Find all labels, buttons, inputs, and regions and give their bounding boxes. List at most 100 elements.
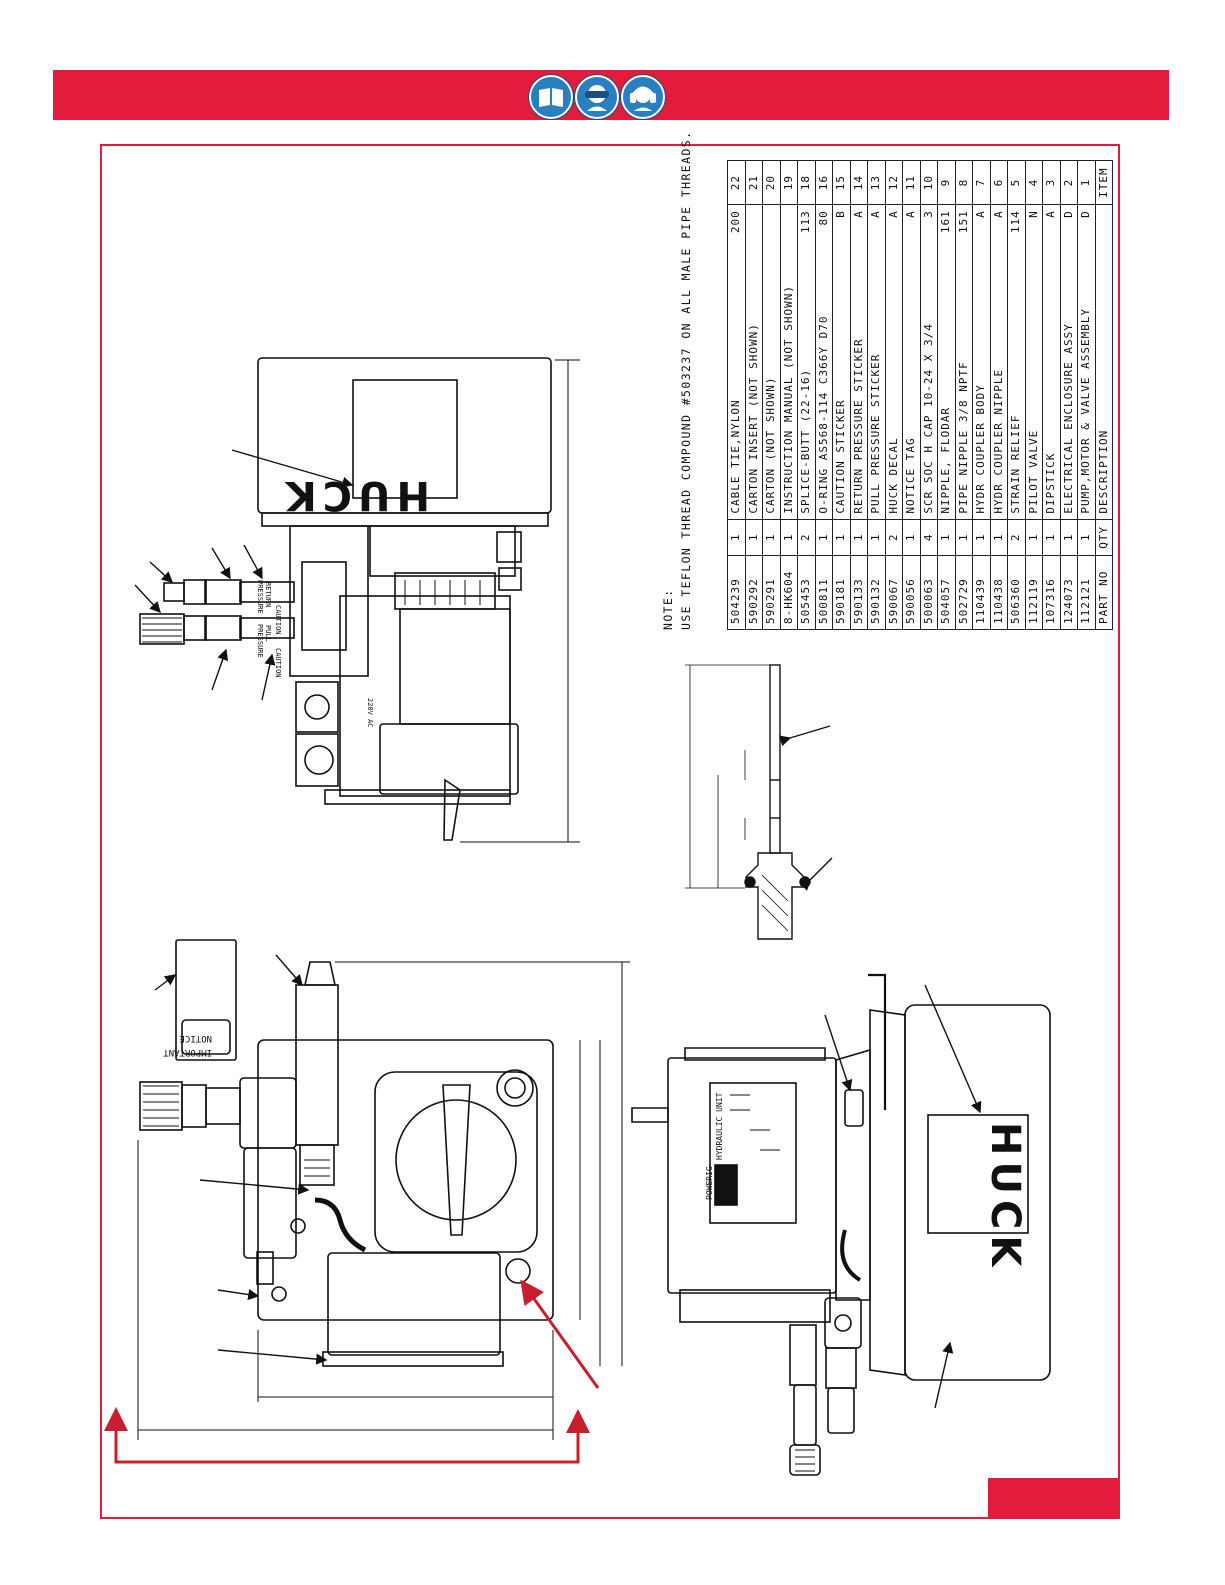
rev-cell: 161 xyxy=(937,204,955,255)
content-frame xyxy=(100,144,1120,1519)
note-label: NOTE: xyxy=(661,588,675,630)
part-no-cell: 590133 xyxy=(850,555,868,630)
rev-cell: A xyxy=(972,204,990,255)
description-cell: CARTON INSERT (NOT SHOWN) xyxy=(745,254,763,520)
qty-cell: 1 xyxy=(902,519,920,556)
description-cell: PUMP,MOTOR & VALVE ASSEMBLY xyxy=(1077,254,1095,520)
qty-cell: 1 xyxy=(937,519,955,556)
header-description: DESCRIPTION xyxy=(1095,204,1113,520)
part-no-cell: 502729 xyxy=(955,555,973,630)
qty-cell: 1 xyxy=(762,519,780,556)
item-cell: 19 xyxy=(780,160,798,205)
rev-cell: 114 xyxy=(1007,204,1025,255)
qty-cell: 1 xyxy=(745,519,763,556)
item-cell: 18 xyxy=(797,160,815,205)
qty-cell: 1 xyxy=(1042,519,1060,556)
item-cell: 3 xyxy=(1042,160,1060,205)
rev-cell xyxy=(780,204,798,255)
qty-cell: 1 xyxy=(815,519,833,556)
item-cell: 4 xyxy=(1025,160,1043,205)
part-no-cell: 107316 xyxy=(1042,555,1060,630)
description-cell: HYDR COUPLER NIPPLE xyxy=(990,254,1008,520)
rev-cell: N xyxy=(1025,204,1043,255)
rev-cell: D xyxy=(1060,204,1078,255)
item-cell: 11 xyxy=(902,160,920,205)
item-cell: 6 xyxy=(990,160,1008,205)
page-tab xyxy=(988,1478,1120,1519)
description-cell: CAUTION STICKER xyxy=(832,254,850,520)
item-cell: 2 xyxy=(1060,160,1078,205)
qty-cell: 1 xyxy=(867,519,885,556)
part-no-cell: 110438 xyxy=(990,555,1008,630)
part-no-cell: 124073 xyxy=(1060,555,1078,630)
qty-cell: 2 xyxy=(885,519,903,556)
description-cell: DIPSTICK xyxy=(1042,254,1060,520)
qty-cell: 4 xyxy=(920,519,938,556)
rev-cell: A xyxy=(850,204,868,255)
part-no-cell: 500063 xyxy=(920,555,938,630)
part-no-cell: 590181 xyxy=(832,555,850,630)
part-no-cell: 505453 xyxy=(797,555,815,630)
qty-cell: 1 xyxy=(1025,519,1043,556)
item-cell: 10 xyxy=(920,160,938,205)
item-cell: 16 xyxy=(815,160,833,205)
item-cell: 22 xyxy=(727,160,745,205)
qty-cell: 2 xyxy=(797,519,815,556)
description-cell: PILOT VALVE xyxy=(1025,254,1043,520)
rev-cell: 80 xyxy=(815,204,833,255)
rev-cell: 200 xyxy=(727,204,745,255)
rev-cell: A xyxy=(902,204,920,255)
header-part-no: PART NO xyxy=(1095,555,1113,630)
qty-cell: 1 xyxy=(1077,519,1095,556)
qty-cell: 1 xyxy=(972,519,990,556)
part-no-cell: 590292 xyxy=(745,555,763,630)
description-cell: STRAIN RELIEF xyxy=(1007,254,1025,520)
rev-cell: A xyxy=(990,204,1008,255)
header-qty: QTY xyxy=(1095,519,1113,556)
rev-cell: A xyxy=(1042,204,1060,255)
item-cell: 13 xyxy=(867,160,885,205)
item-cell: 20 xyxy=(762,160,780,205)
item-cell: 12 xyxy=(885,160,903,205)
item-cell: 7 xyxy=(972,160,990,205)
item-cell: 5 xyxy=(1007,160,1025,205)
description-cell: NOTICE TAG xyxy=(902,254,920,520)
qty-cell: 1 xyxy=(727,519,745,556)
note-text: USE TEFLON THREAD COMPOUND #503237 ON AL… xyxy=(679,130,693,630)
description-cell: HUCK DECAL xyxy=(885,254,903,520)
qty-cell: 1 xyxy=(832,519,850,556)
qty-cell: 1 xyxy=(850,519,868,556)
rev-cell: 151 xyxy=(955,204,973,255)
description-cell: SCR SOC H CAP 10-24 X 3/4 xyxy=(920,254,938,520)
rev-cell: 3 xyxy=(920,204,938,255)
part-no-cell: 504057 xyxy=(937,555,955,630)
eye-protection-icon xyxy=(575,75,619,119)
manual-icon xyxy=(529,75,573,119)
part-no-cell: 590056 xyxy=(902,555,920,630)
part-no-cell: 504239 xyxy=(727,555,745,630)
rev-cell: A xyxy=(885,204,903,255)
header-item: ITEM xyxy=(1095,160,1113,205)
part-no-cell: 500811 xyxy=(815,555,833,630)
rev-cell: D xyxy=(1077,204,1095,255)
description-cell: SPLICE-BUTT (22-16) xyxy=(797,254,815,520)
description-cell: PIPE NIPPLE 3/8 NPTF xyxy=(955,254,973,520)
